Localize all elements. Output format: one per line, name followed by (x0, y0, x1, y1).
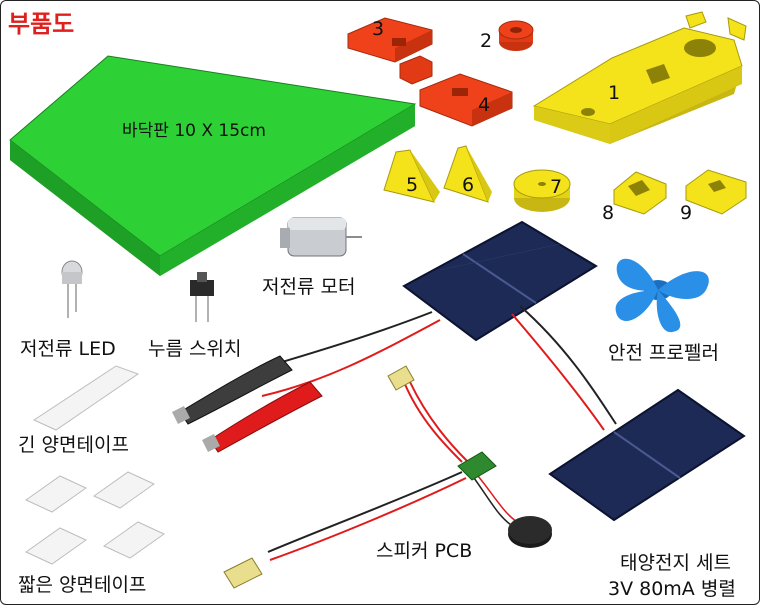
page-title: 부품도 (8, 10, 75, 38)
speaker-label: 스피커 PCB (376, 540, 473, 562)
push-switch (190, 272, 214, 322)
alligator-clip-black (172, 355, 293, 425)
switch-label: 누름 스위치 (148, 338, 242, 360)
propeller-label: 안전 프로펠러 (608, 342, 719, 364)
speaker-pcb (457, 451, 552, 548)
short-tapes (25, 471, 165, 565)
motor (280, 217, 362, 257)
yellow-triangle-6 (443, 145, 492, 203)
solar-panel-1 (402, 220, 598, 342)
red-ring-2 (498, 20, 534, 51)
solar-label-line1: 태양전지 세트 (620, 552, 731, 574)
yellow-disc-7 (513, 169, 571, 212)
part-number-1: 1 (608, 82, 621, 104)
yellow-block-9 (685, 169, 747, 215)
base-plate-label: 바닥판 10 X 15cm (122, 121, 266, 141)
propeller (615, 258, 709, 333)
short-tape-label: 짧은 양면테이프 (18, 574, 147, 596)
solar-label-line2: 3V 80mA 병렬 (608, 578, 736, 600)
led-label: 저전류 LED (20, 338, 116, 360)
part-number-8: 8 (602, 202, 615, 224)
part-number-3: 3 (372, 18, 385, 40)
motor-label: 저전류 모터 (262, 276, 356, 298)
part-number-2: 2 (480, 30, 493, 52)
part-number-4: 4 (478, 94, 491, 116)
part-number-9: 9 (680, 202, 693, 224)
yellow-block-8 (613, 171, 667, 215)
connectors (223, 365, 415, 589)
alligator-clip-red (202, 381, 323, 453)
part-number-7: 7 (550, 176, 563, 198)
long-tape (32, 365, 140, 431)
solar-panel-2 (548, 388, 746, 522)
base-plate (9, 55, 417, 276)
red-part-3 (347, 17, 433, 85)
yellow-triangle-5 (383, 149, 440, 203)
red-part-4 (419, 73, 513, 127)
yellow-part-1 (532, 11, 747, 144)
wires (249, 305, 617, 561)
long-tape-label: 긴 양면테이프 (18, 434, 129, 456)
part-number-6: 6 (462, 174, 475, 196)
led (61, 260, 83, 318)
part-number-5: 5 (406, 174, 419, 196)
